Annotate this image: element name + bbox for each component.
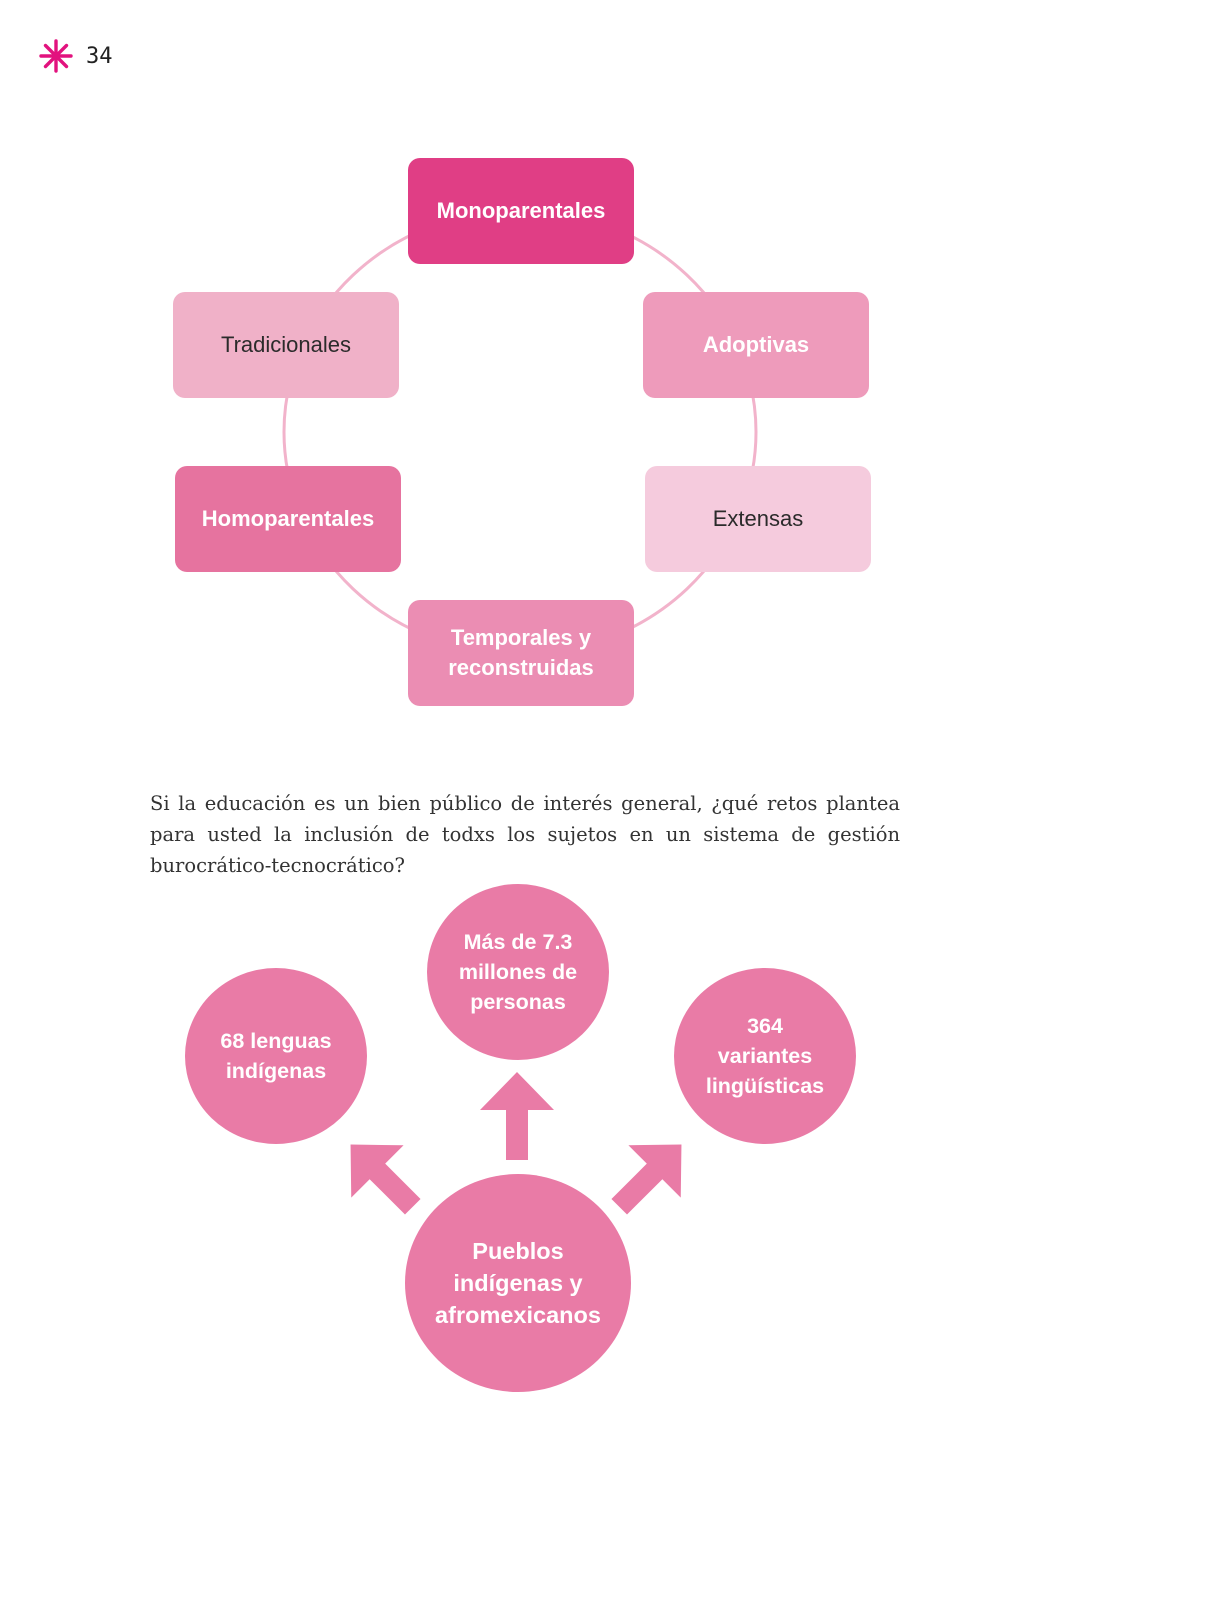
page-number: 34	[86, 43, 113, 69]
node-extensas: Extensas	[645, 466, 871, 572]
page-header: 34	[38, 38, 113, 74]
arrow-up	[480, 1072, 554, 1160]
node-homoparentales: Homoparentales	[175, 466, 401, 572]
circle-variantes: 364 variantes lingüísticas	[674, 968, 856, 1144]
circle-lenguas: 68 lenguas indígenas	[185, 968, 367, 1144]
node-tradicionales: Tradicionales	[173, 292, 399, 398]
circle-millones: Más de 7.3 millones de personas	[427, 884, 609, 1060]
arrow-up-left	[350, 1144, 421, 1215]
asterisk-logo-icon	[39, 39, 73, 73]
question-paragraph: Si la educación es un bien público de in…	[150, 791, 900, 877]
circle-pueblos: Pueblos indígenas y afromexicanos	[405, 1174, 631, 1392]
node-adoptivas: Adoptivas	[643, 292, 869, 398]
arrow-up-right	[611, 1144, 682, 1215]
node-temporales-reconstruidas: Temporales y reconstruidas	[408, 600, 634, 706]
node-monoparentales: Monoparentales	[408, 158, 634, 264]
